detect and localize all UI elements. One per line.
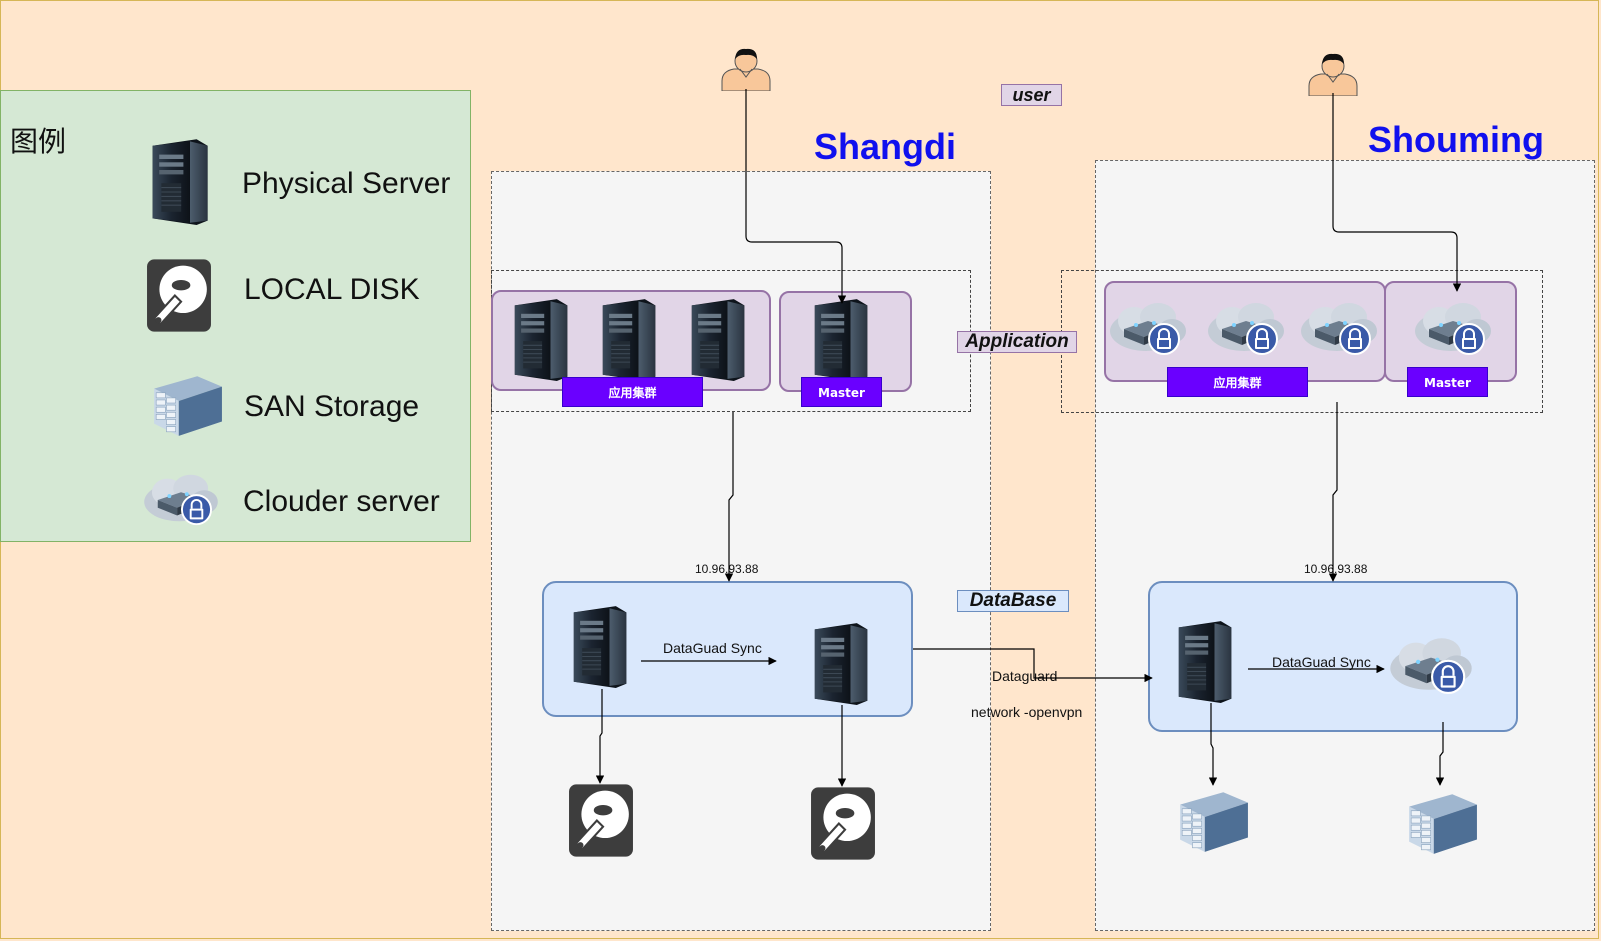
legend-title: 图例 [10,125,67,158]
db-to-disk-1 [595,689,605,784]
master-label-shangdi: Master [801,377,882,407]
user-tag: user [1001,84,1062,106]
app-to-db-shouming [1328,402,1338,582]
master-label-shouming: Master [1407,367,1488,397]
user-to-master-shangdi [745,89,847,304]
ip-label-shangdi: 10.96.93.88 [695,562,759,576]
ip-label-shouming: 10.96.93.88 [1304,562,1368,576]
legend-label-clouder-server: Clouder server [243,485,440,518]
app-cluster-label-shangdi: 应用集群 [562,377,703,407]
application-tag: Application [957,331,1077,353]
sync-label-shangdi: DataGuad Sync [663,640,762,656]
app-to-db-shangdi [724,412,734,582]
network-label: network -openvpn [971,704,1083,720]
dataguard-link [913,648,1153,683]
legend-panel [0,90,471,542]
site-title-shouming: Shouming [1368,119,1544,160]
user-to-master-shouming [1332,93,1462,292]
dataguard-label: Dataguard [992,668,1058,684]
app-cluster-label-shouming: 应用集群 [1167,367,1308,397]
sync-label-shouming: DataGuad Sync [1272,654,1371,670]
site-title-shangdi: Shangdi [814,126,956,167]
legend-label-san-storage: SAN Storage [244,390,420,423]
database-tag: DataBase [957,590,1069,612]
legend-label-local-disk: LOCAL DISK [244,273,420,306]
db-to-san-1 [1208,703,1218,786]
legend-label-physical-server: Physical Server [242,167,451,200]
db-to-san-2 [1435,722,1445,786]
